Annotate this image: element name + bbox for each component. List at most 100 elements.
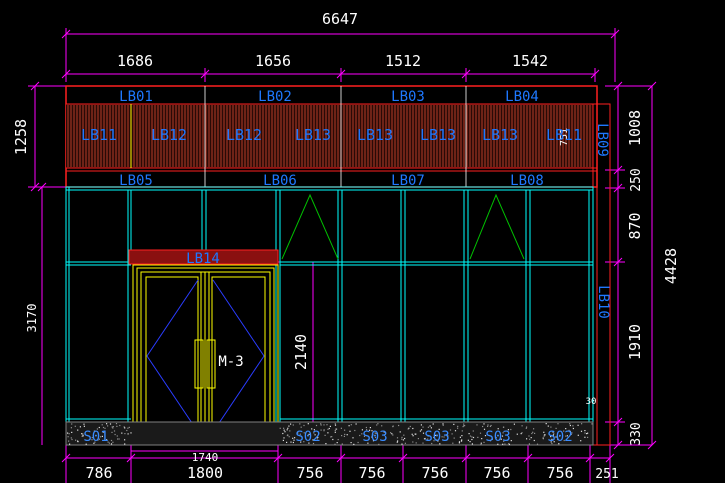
speckle-dot bbox=[287, 427, 289, 429]
speckle-dot bbox=[85, 443, 87, 445]
speckle-dot bbox=[81, 435, 83, 437]
speckle-dot bbox=[91, 437, 93, 439]
speckle-dot bbox=[327, 428, 329, 430]
floor-label-1: S01 bbox=[83, 429, 108, 445]
speckle-dot bbox=[70, 427, 72, 429]
speckle-dot bbox=[472, 436, 475, 439]
speckle-dot bbox=[299, 433, 301, 435]
floor-label-4: S03 bbox=[424, 429, 449, 445]
speckle-dot bbox=[74, 425, 76, 427]
speckle-dot bbox=[353, 443, 355, 445]
speckle-dot bbox=[483, 423, 485, 425]
speckle-dot bbox=[68, 440, 70, 442]
speckle-dot bbox=[77, 429, 79, 431]
speckle-dot bbox=[432, 423, 434, 425]
label-lb06: LB06 bbox=[263, 173, 297, 189]
speckle-dot bbox=[401, 438, 403, 440]
speckle-dot bbox=[550, 436, 552, 438]
speckle-dot bbox=[417, 438, 419, 440]
speckle-dot bbox=[571, 432, 573, 434]
speckle-dot bbox=[427, 435, 429, 437]
small-vertical-dim: 751 bbox=[559, 128, 570, 146]
speckle-dot bbox=[69, 443, 71, 445]
speckle-dot bbox=[100, 436, 102, 438]
speckle-dot bbox=[320, 424, 322, 426]
label-lb10: LB10 bbox=[595, 285, 611, 319]
speckle-dot bbox=[480, 443, 482, 445]
speckle-dot bbox=[467, 439, 469, 441]
speckle-dot bbox=[526, 438, 528, 440]
speckle-dot bbox=[366, 429, 368, 431]
speckle-dot bbox=[532, 431, 534, 433]
speckle-dot bbox=[586, 433, 588, 435]
speckle-dot bbox=[427, 426, 429, 428]
speckle-dot bbox=[283, 427, 285, 429]
speckle-dot bbox=[124, 443, 126, 445]
speckle-dot bbox=[463, 425, 465, 427]
speckle-dot bbox=[557, 438, 559, 440]
speckle-dot bbox=[283, 437, 285, 439]
speckle-dot bbox=[313, 429, 315, 431]
speckle-dot bbox=[401, 443, 403, 445]
speckle-dot bbox=[591, 423, 593, 425]
speckle-dot bbox=[97, 439, 99, 441]
speckle-dot bbox=[352, 437, 354, 439]
speckle-dot bbox=[115, 423, 118, 425]
left-dim-lower: 3170 bbox=[25, 304, 39, 333]
speckle-dot bbox=[396, 437, 399, 439]
small-gap-dim: 30 bbox=[586, 397, 597, 407]
top-dim-2: 1656 bbox=[255, 52, 291, 70]
speckle-dot bbox=[433, 440, 435, 442]
speckle-dot bbox=[545, 423, 547, 425]
speckle-dot bbox=[461, 439, 463, 441]
speckle-dot bbox=[508, 443, 510, 445]
speckle-dot bbox=[336, 442, 338, 444]
speckle-dot bbox=[312, 439, 314, 441]
label-lb04: LB04 bbox=[505, 89, 539, 105]
speckle-dot bbox=[81, 433, 83, 435]
speckle-dot bbox=[497, 428, 499, 430]
speckle-dot bbox=[547, 425, 549, 427]
speckle-dot bbox=[284, 431, 286, 433]
speckle-dot bbox=[110, 439, 113, 442]
speckle-dot bbox=[403, 434, 405, 436]
speckle-dot bbox=[375, 432, 377, 435]
right-dim-1: 1008 bbox=[626, 110, 644, 146]
speckle-dot bbox=[398, 424, 400, 427]
speckle-dot bbox=[533, 439, 535, 442]
speckle-dot bbox=[392, 434, 394, 436]
label-lb07: LB07 bbox=[391, 173, 425, 189]
speckle-dot bbox=[402, 439, 404, 441]
speckle-dot bbox=[577, 434, 579, 436]
speckle-dot bbox=[94, 441, 96, 443]
speckle-dot bbox=[292, 437, 294, 439]
speckle-dot bbox=[350, 424, 352, 426]
door-height-dim: 2140 bbox=[292, 334, 310, 370]
speckle-dot bbox=[348, 425, 350, 427]
speckle-dot bbox=[415, 442, 417, 444]
speckle-dot bbox=[344, 433, 346, 435]
speckle-dot bbox=[462, 426, 464, 428]
speckle-dot bbox=[500, 438, 502, 440]
speckle-dot bbox=[429, 425, 431, 427]
speckle-dot bbox=[391, 433, 393, 435]
speckle-dot bbox=[407, 428, 409, 430]
speckle-dot bbox=[71, 423, 73, 425]
speckle-dot bbox=[463, 423, 465, 425]
speckle-dot bbox=[334, 443, 336, 445]
speckle-dot bbox=[290, 423, 292, 425]
speckle-dot bbox=[436, 439, 438, 441]
speckle-dot bbox=[528, 443, 530, 445]
top-dim-4: 1542 bbox=[512, 52, 548, 70]
speckle-dot bbox=[458, 442, 460, 444]
speckle-dot bbox=[117, 438, 119, 440]
speckle-dot bbox=[452, 442, 454, 444]
speckle-dot bbox=[116, 435, 118, 437]
speckle-dot bbox=[449, 429, 452, 431]
speckle-dot bbox=[323, 430, 325, 432]
speckle-dot bbox=[106, 439, 108, 441]
speckle-dot bbox=[584, 430, 586, 432]
speckle-dot bbox=[411, 433, 413, 435]
speckle-dot bbox=[569, 424, 571, 427]
